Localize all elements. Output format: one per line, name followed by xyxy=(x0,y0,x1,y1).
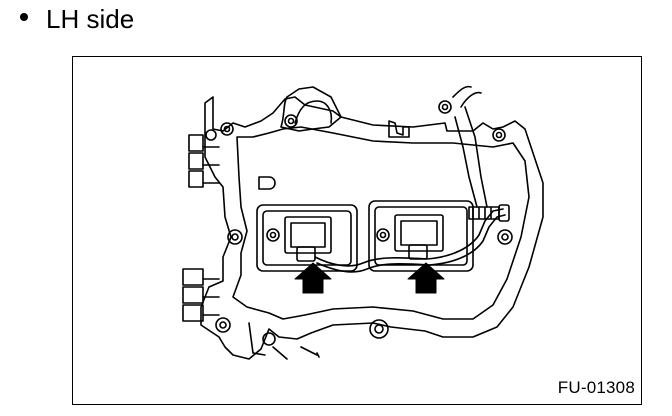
ignition-coil-left xyxy=(284,216,332,254)
top-pipe xyxy=(280,86,342,132)
heading-text: LH side xyxy=(46,3,135,34)
wire-harness xyxy=(314,208,504,267)
engine-cover-drawing xyxy=(182,85,544,360)
top-pipe-inner xyxy=(294,100,333,124)
bottom-ribs xyxy=(248,322,320,360)
callout-arrow-right xyxy=(407,262,445,294)
ignition-coil-right xyxy=(394,214,444,252)
harness-connector xyxy=(468,206,500,220)
figure-frame: FU-01308 xyxy=(72,56,642,405)
callout-arrow-left xyxy=(294,262,332,294)
boss-d xyxy=(258,176,276,190)
cover-inner-outline xyxy=(232,126,530,320)
figure-code: FU-01308 xyxy=(557,378,635,397)
top-bracket xyxy=(388,120,410,138)
section-heading: LH side xyxy=(20,2,134,36)
right-hose xyxy=(452,85,488,208)
bullet-icon xyxy=(20,13,28,21)
left-connectors xyxy=(182,134,220,322)
cover-outline xyxy=(200,96,544,360)
bolt-circles xyxy=(205,100,513,346)
